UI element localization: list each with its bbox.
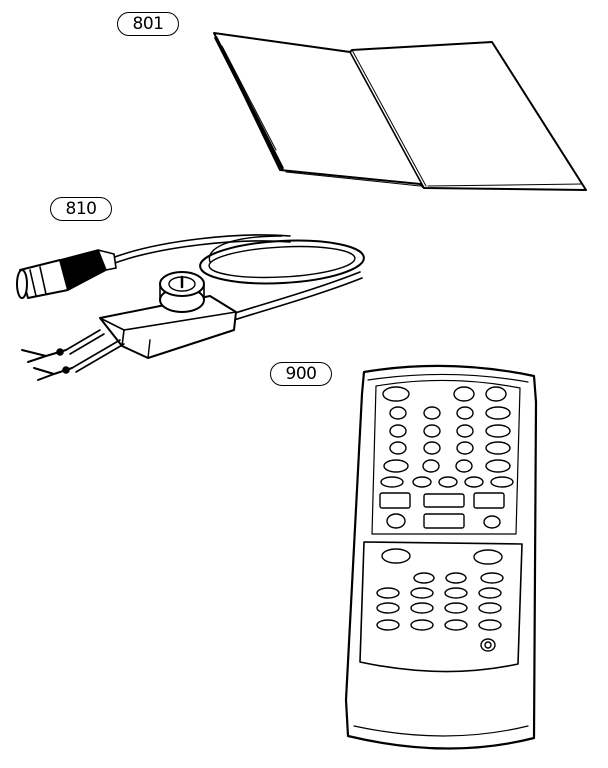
remote-control	[346, 366, 536, 749]
remote-button-22	[465, 477, 483, 487]
remote-button-48	[485, 642, 491, 648]
remote-button-13	[457, 442, 473, 454]
remote-button-43	[377, 620, 399, 630]
remote-button-44	[411, 620, 433, 630]
remote-button-5	[457, 407, 473, 419]
remote-button-32	[414, 573, 434, 583]
remote-button-35	[377, 588, 399, 598]
part-label-900: 900	[270, 362, 332, 386]
antenna-switch-box	[22, 272, 236, 380]
remote-button-45	[445, 620, 467, 630]
remote-button-21	[439, 477, 457, 487]
remote-button-30	[382, 549, 410, 563]
remote-button-26	[474, 493, 504, 508]
remote-button-33	[446, 573, 466, 583]
remote-buttons	[377, 387, 513, 651]
remote-button-20	[413, 477, 431, 487]
remote-button-18	[486, 460, 510, 472]
remote-button-10	[486, 425, 510, 437]
remote-button-39	[377, 603, 399, 613]
coaxial-plug	[17, 250, 116, 298]
remote-button-27	[387, 514, 405, 528]
remote-button-41	[445, 603, 467, 613]
remote-button-16	[423, 460, 439, 472]
remote-button-28	[424, 514, 464, 528]
remote-button-1	[454, 387, 474, 401]
remote-button-25	[424, 494, 464, 507]
part-label-810: 810	[50, 197, 112, 221]
remote-button-17	[456, 460, 472, 472]
remote-button-12	[424, 442, 440, 454]
instruction-manual	[214, 33, 586, 190]
part-label-801: 801	[117, 12, 179, 36]
remote-button-46	[479, 620, 501, 630]
remote-button-8	[424, 425, 440, 437]
remote-button-19	[381, 477, 403, 487]
remote-button-40	[411, 603, 433, 613]
remote-button-29	[484, 516, 500, 528]
remote-button-23	[491, 477, 513, 487]
remote-button-24	[380, 493, 410, 508]
remote-button-0	[383, 387, 409, 401]
remote-button-9	[457, 425, 473, 437]
remote-button-11	[390, 442, 406, 454]
remote-button-7	[390, 425, 406, 437]
remote-button-34	[481, 573, 503, 583]
remote-button-14	[486, 442, 510, 454]
remote-button-42	[479, 603, 501, 613]
remote-button-15	[384, 460, 408, 472]
remote-button-36	[411, 588, 433, 598]
remote-button-37	[445, 588, 467, 598]
remote-button-6	[486, 407, 510, 419]
remote-button-31	[474, 550, 502, 564]
remote-button-3	[390, 407, 406, 419]
antenna-cable	[112, 235, 365, 320]
remote-button-2	[486, 387, 506, 401]
remote-button-4	[424, 407, 440, 419]
remote-button-38	[479, 588, 501, 598]
